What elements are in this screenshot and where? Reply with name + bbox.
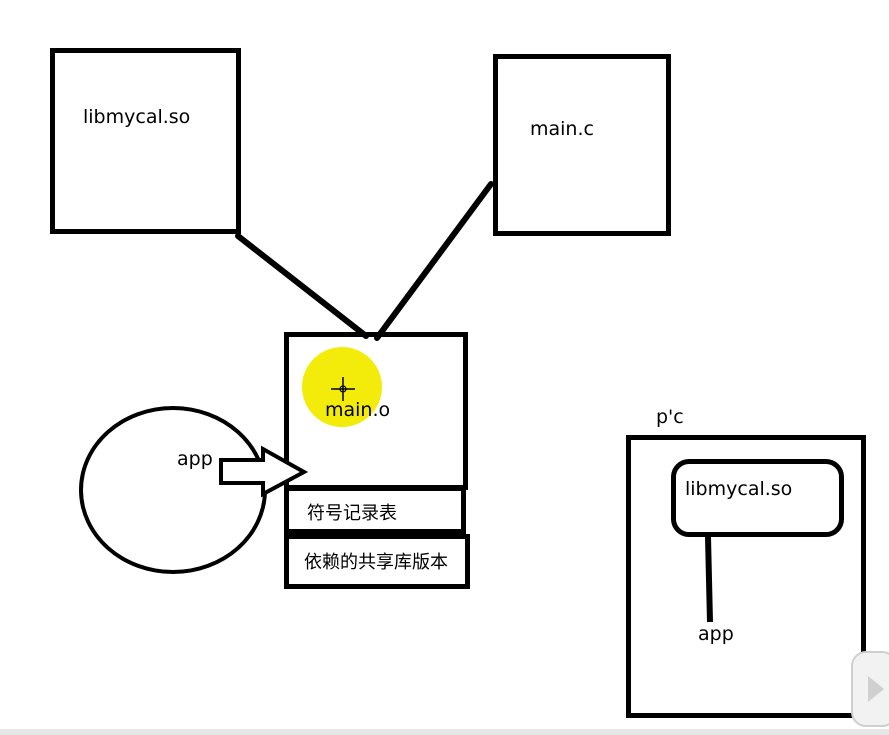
edge-libmycal-to-main-o [235, 233, 369, 339]
player-corner-icon [851, 651, 889, 727]
edge-main-c-to-main-o [374, 181, 494, 341]
pc-title: p'c [656, 406, 684, 428]
dependency-label: 依赖的共享库版本 [304, 552, 448, 573]
pc-libmycal-label: libmycal.so [685, 478, 793, 500]
symbol-table-box [284, 486, 466, 534]
libmycal-label: libmycal.so [83, 106, 191, 128]
symbol-table-label: 符号记录表 [307, 503, 397, 524]
edge-pc-lib-to-app [705, 536, 713, 623]
dependency-box [284, 534, 470, 589]
app-circle-label: app [177, 448, 213, 470]
frame-bottom-strip [0, 729, 889, 735]
pc-app-label: app [698, 623, 734, 645]
cursor-highlight [302, 347, 382, 427]
pc-libmycal-box [671, 459, 844, 537]
pc-box [626, 435, 866, 718]
libmycal-box [50, 48, 241, 234]
main-o-label: main.o [325, 399, 391, 421]
main-c-label: main.c [530, 118, 594, 140]
main-c-box [493, 54, 671, 236]
